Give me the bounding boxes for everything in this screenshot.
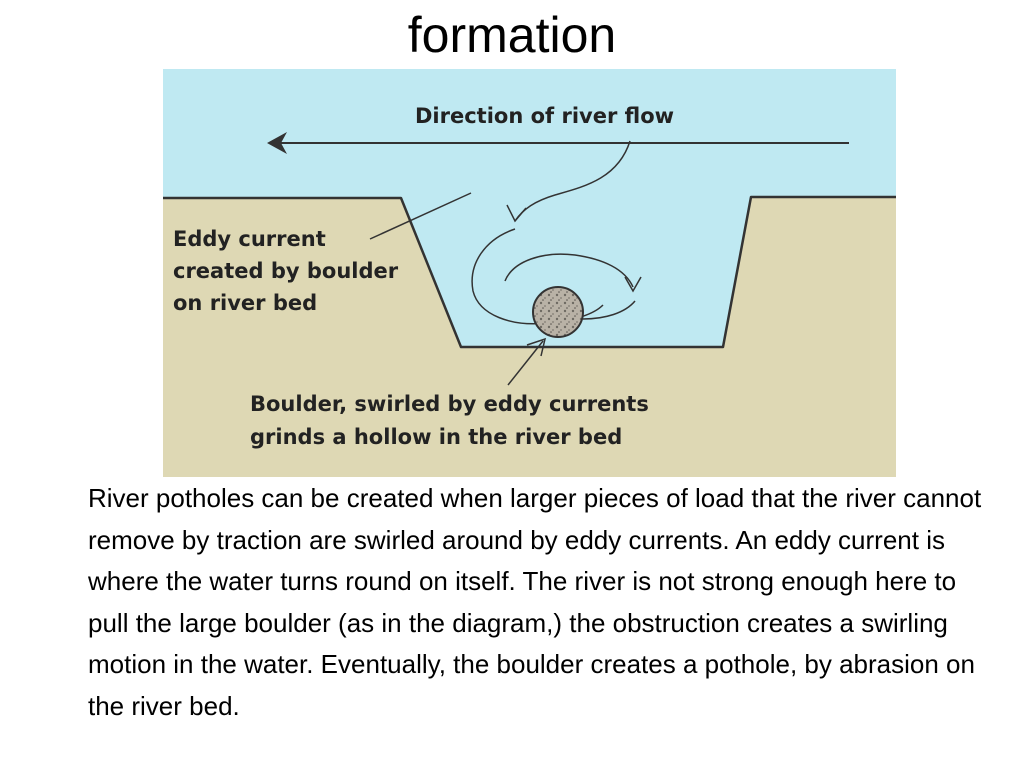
eddy-label-line1: Eddy current <box>173 227 326 251</box>
eddy-leader-line <box>369 192 472 240</box>
pothole-diagram-svg: Direction of river flow Eddy current cre… <box>163 69 896 477</box>
riverbed-area <box>163 197 896 477</box>
eddy-swirl-inner-head <box>624 276 642 293</box>
slide-title: formation <box>407 7 617 63</box>
boulder-leader-head <box>526 337 547 357</box>
boulder <box>532 286 584 338</box>
eddy-swirl-right <box>582 300 636 320</box>
channel-outline <box>163 195 896 349</box>
eddy-label-line3: on river bed <box>173 291 317 315</box>
eddy-swirl-inner <box>504 253 634 288</box>
boulder-leader-line <box>507 340 544 386</box>
flow-arrow-head <box>267 132 287 154</box>
flow-leader-head <box>506 204 527 223</box>
eddy-label-line2: created by boulder <box>173 259 399 283</box>
description-text: River potholes can be created when large… <box>88 483 982 721</box>
boulder-label-line1: Boulder, swirled by eddy currents <box>250 392 649 416</box>
flow-label: Direction of river flow <box>415 104 674 128</box>
boulder-label-line2: grinds a hollow in the river bed <box>250 425 622 449</box>
pothole-diagram: Direction of river flow Eddy current cre… <box>163 69 896 477</box>
